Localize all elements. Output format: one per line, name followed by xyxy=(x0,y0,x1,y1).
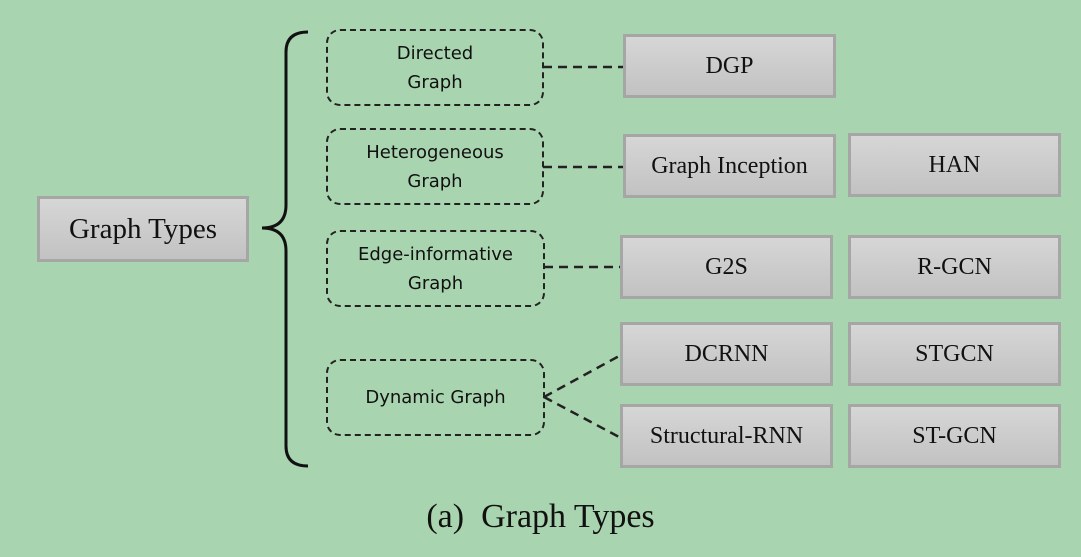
brace xyxy=(261,30,309,468)
model-han: HAN xyxy=(848,133,1061,197)
model-label: Structural-RNN xyxy=(649,422,804,449)
category-label-line1: Edge-informative xyxy=(358,243,513,265)
model-label: R-GCN xyxy=(917,253,992,280)
figure-caption: (a) Graph Types xyxy=(426,498,655,535)
model-label: DGP xyxy=(705,52,754,79)
model-graph-inception: Graph Inception xyxy=(623,134,836,198)
root-node-graph-types: Graph Types xyxy=(37,196,249,262)
model-label: DCRNN xyxy=(684,340,769,367)
model-structural-rnn: Structural-RNN xyxy=(620,404,833,468)
model-label: G2S xyxy=(705,253,748,280)
connector-dynamic-dcrnn xyxy=(543,353,622,399)
model-stgcn: STGCN xyxy=(848,322,1061,386)
connector-dynamic-structural-rnn xyxy=(543,395,622,440)
model-label: HAN xyxy=(928,151,981,178)
model-dgp: DGP xyxy=(623,34,836,98)
model-label: Graph Inception xyxy=(651,152,808,179)
model-g2s: G2S xyxy=(620,235,833,299)
category-label-line1: Heterogeneous xyxy=(366,141,504,163)
model-st-gcn: ST-GCN xyxy=(848,404,1061,468)
model-label: ST-GCN xyxy=(912,422,997,449)
category-dynamic-graph: Dynamic Graph xyxy=(326,359,545,436)
category-label: Dynamic Graph xyxy=(365,387,506,408)
category-label-line2: Graph xyxy=(407,71,463,93)
category-label-line2: Graph xyxy=(407,272,464,294)
root-label: Graph Types xyxy=(68,212,218,245)
category-label-line1: Directed xyxy=(396,42,474,64)
category-label-line2: Graph xyxy=(407,170,463,192)
model-dcrnn: DCRNN xyxy=(620,322,833,386)
model-r-gcn: R-GCN xyxy=(848,235,1061,299)
model-label: STGCN xyxy=(915,340,994,367)
